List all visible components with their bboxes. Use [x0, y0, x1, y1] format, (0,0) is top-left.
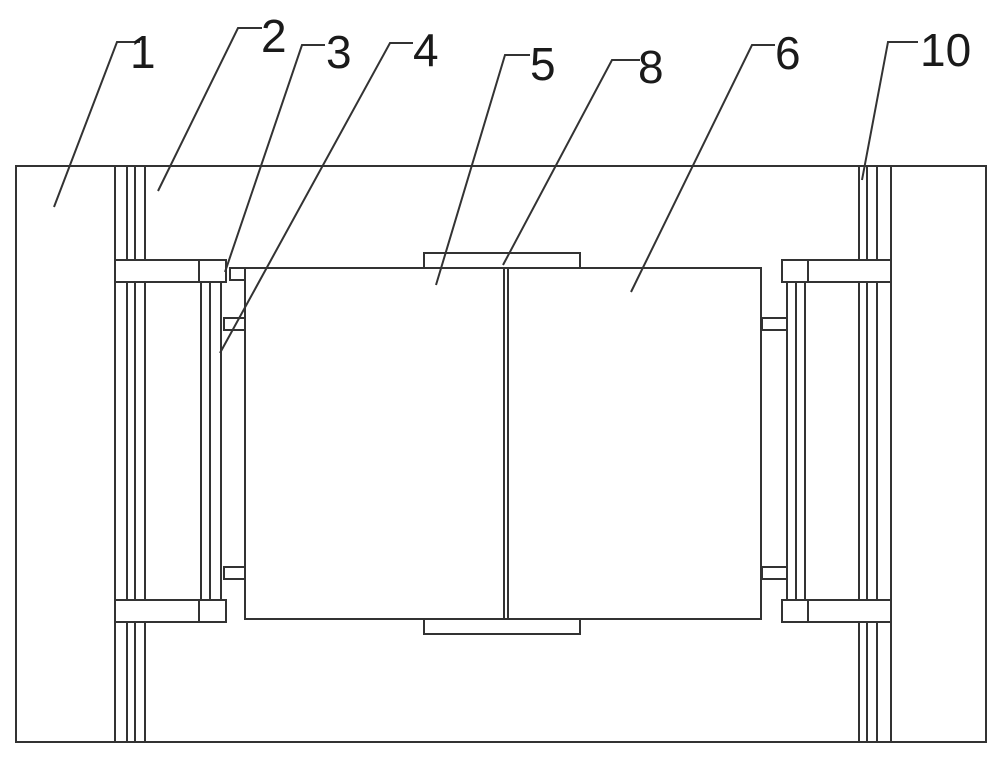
left-panel	[245, 268, 504, 619]
label-1: 1	[130, 26, 156, 78]
left-rail	[115, 166, 145, 742]
right-guide	[762, 282, 805, 600]
left-guide	[201, 282, 245, 600]
label-8: 8	[638, 41, 664, 93]
top-connector-plate	[424, 253, 580, 268]
label-6: 6	[775, 27, 801, 79]
right-panel	[508, 268, 761, 619]
bottom-connector-plate	[424, 619, 580, 634]
label-10: 10	[920, 24, 971, 76]
label-4: 4	[413, 24, 439, 76]
right-rail	[859, 166, 891, 742]
label-3: 3	[326, 26, 352, 78]
label-5: 5	[530, 38, 556, 90]
label-2: 2	[261, 10, 287, 62]
